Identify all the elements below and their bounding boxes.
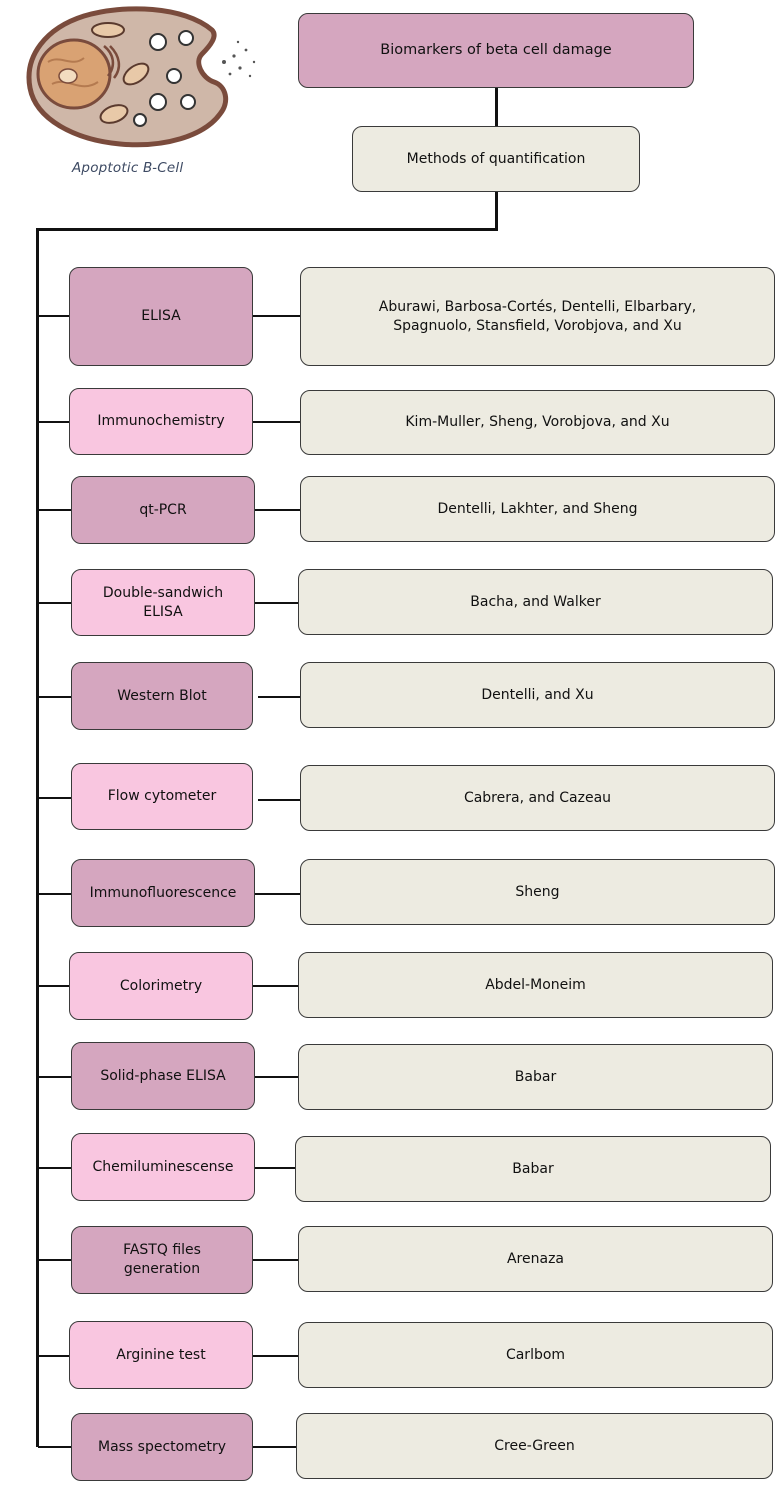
authors-box: Bacha, and Walker — [298, 569, 773, 635]
row-connector — [253, 1355, 298, 1357]
row-connector — [255, 509, 300, 511]
method-box: Colorimetry — [69, 952, 253, 1020]
authors-box: Arenaza — [298, 1226, 773, 1292]
method-box: Flow cytometer — [71, 763, 253, 830]
apoptotic-cell-icon — [26, 6, 256, 148]
row-connector — [255, 893, 300, 895]
method-box: Western Blot — [71, 662, 253, 730]
authors-box: Abdel-Moneim — [298, 952, 773, 1018]
method-box: Double-sandwich ELISA — [71, 569, 255, 636]
branch-connector — [38, 1355, 69, 1357]
row-connector — [255, 1167, 295, 1169]
diagram-title-box: Biomarkers of beta cell damage — [298, 13, 694, 88]
branch-connector — [38, 696, 71, 698]
branch-connector — [38, 602, 71, 604]
row-connector — [253, 1259, 298, 1261]
row-connector — [253, 421, 300, 423]
authors-box: Cree-Green — [296, 1413, 773, 1479]
method-box: qt-PCR — [71, 476, 255, 544]
authors-box: Sheng — [300, 859, 775, 925]
method-box: Chemiluminescense — [71, 1133, 255, 1201]
authors-box: Aburawi, Barbosa-Cortés, Dentelli, Elbar… — [300, 267, 775, 366]
method-box: ELISA — [69, 267, 253, 366]
branch-connector — [38, 1446, 71, 1448]
row-connector — [255, 602, 298, 604]
method-box: FASTQ files generation — [71, 1226, 253, 1294]
authors-box: Dentelli, Lakhter, and Sheng — [300, 476, 775, 542]
branch-connector — [38, 985, 69, 987]
authors-box: Kim-Muller, Sheng, Vorobjova, and Xu — [300, 390, 775, 455]
branch-connector — [38, 797, 71, 799]
trunk-line — [36, 228, 39, 1447]
row-connector — [253, 985, 298, 987]
branch-connector — [38, 893, 71, 895]
illustration-caption: Apoptotic B-Cell — [72, 160, 184, 176]
branch-connector — [38, 1259, 71, 1261]
branch-connector — [38, 421, 69, 423]
row-connector — [258, 696, 300, 698]
branch-connector — [38, 315, 69, 317]
row-connector — [255, 1076, 298, 1078]
branch-connector — [38, 1167, 71, 1169]
authors-box: Dentelli, and Xu — [300, 662, 775, 728]
row-connector — [253, 315, 300, 317]
methods-header-box: Methods of quantification — [352, 126, 640, 192]
row-connector — [253, 1446, 296, 1448]
method-box: Mass spectometry — [71, 1413, 253, 1481]
branch-connector — [38, 1076, 71, 1078]
method-box: Solid-phase ELISA — [71, 1042, 255, 1110]
row-connector — [258, 799, 300, 801]
header-connector-horizontal — [36, 228, 498, 231]
header-connector-vertical — [495, 192, 498, 230]
authors-box: Babar — [298, 1044, 773, 1110]
method-box: Immunofluorescence — [71, 859, 255, 927]
method-box: Arginine test — [69, 1321, 253, 1389]
authors-box: Babar — [295, 1136, 771, 1202]
method-box: Immunochemistry — [69, 388, 253, 455]
authors-box: Cabrera, and Cazeau — [300, 765, 775, 831]
title-connector — [495, 88, 498, 126]
branch-connector — [38, 509, 71, 511]
authors-box: Carlbom — [298, 1322, 773, 1388]
